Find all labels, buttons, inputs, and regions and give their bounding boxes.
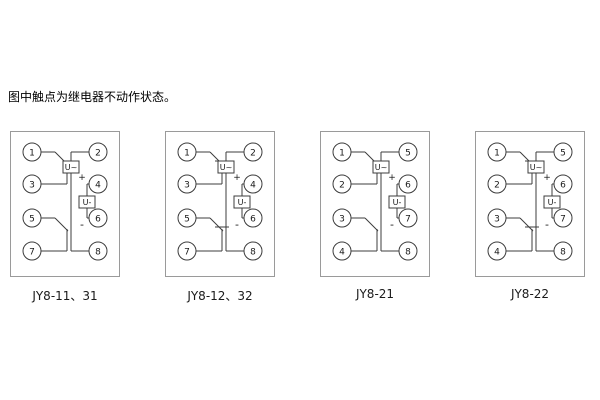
svg-text:1: 1 [339, 149, 345, 159]
svg-text:+: + [543, 173, 551, 183]
svg-text:1: 1 [494, 149, 500, 159]
svg-text:U~: U~ [530, 163, 543, 172]
svg-text:6: 6 [405, 181, 411, 191]
svg-text:6: 6 [95, 215, 101, 225]
svg-text:U-: U- [238, 198, 247, 207]
svg-text:3: 3 [339, 215, 345, 225]
relay-schematic: U~ U- + - 1 5 2 6 3 7 4 8 [320, 131, 430, 277]
state-note: 图中触点为继电器不动作状态。 [8, 90, 177, 104]
svg-text:2: 2 [95, 149, 101, 159]
relay-schematic: U~ U- + - 1 5 2 6 3 7 4 8 [475, 131, 585, 277]
relay-schematic: U~ U- + - 1 2 3 4 5 6 7 8 [165, 131, 275, 277]
svg-text:3: 3 [184, 181, 190, 191]
svg-text:5: 5 [405, 149, 411, 159]
svg-text:3: 3 [494, 215, 500, 225]
svg-text:7: 7 [29, 248, 35, 258]
diagram-label: JY8-21 [355, 287, 395, 301]
svg-text:2: 2 [250, 149, 256, 159]
svg-text:3: 3 [29, 181, 35, 191]
svg-text:1: 1 [184, 149, 190, 159]
relay-diagram-jy8-22: U~ U- + - 1 5 2 6 3 7 4 8 JY8-22 [475, 131, 585, 301]
relay-schematic: U~ U- + - 1 2 3 4 5 6 7 8 [10, 131, 120, 277]
svg-text:1: 1 [29, 149, 35, 159]
svg-text:+: + [388, 173, 396, 183]
svg-text:8: 8 [95, 248, 101, 258]
svg-text:4: 4 [250, 181, 256, 191]
svg-text:U-: U- [393, 198, 402, 207]
svg-text:-: - [545, 218, 549, 231]
svg-text:U~: U~ [375, 163, 388, 172]
relay-diagram-jy8-21: U~ U- + - 1 5 2 6 3 7 4 8 JY8-21 [320, 131, 430, 301]
svg-text:7: 7 [405, 215, 411, 225]
svg-text:8: 8 [405, 248, 411, 258]
svg-text:U~: U~ [65, 163, 78, 172]
svg-text:6: 6 [560, 181, 566, 191]
relay-diagram-jy8-12-32: U~ U- + - 1 2 3 4 5 6 7 8 JY8-12、32 [165, 131, 275, 304]
svg-text:4: 4 [339, 248, 345, 258]
svg-text:+: + [233, 173, 241, 183]
svg-text:2: 2 [339, 181, 345, 191]
svg-text:4: 4 [494, 248, 500, 258]
svg-text:U~: U~ [220, 163, 233, 172]
relay-diagram-jy8-11-31: U~ U- + - 1 2 3 4 5 6 7 8 JY8-11、31 [10, 131, 120, 304]
svg-text:7: 7 [560, 215, 566, 225]
diagram-label: JY8-11、31 [32, 289, 98, 303]
diagram-label: JY8-12、32 [187, 289, 253, 303]
svg-text:8: 8 [250, 248, 256, 258]
svg-text:-: - [80, 218, 84, 231]
svg-text:5: 5 [29, 215, 35, 225]
svg-text:5: 5 [184, 215, 190, 225]
svg-text:6: 6 [250, 215, 256, 225]
svg-text:+: + [78, 173, 86, 183]
svg-text:5: 5 [560, 149, 566, 159]
svg-text:U-: U- [548, 198, 557, 207]
svg-text:U-: U- [83, 198, 92, 207]
diagram-label: JY8-22 [510, 287, 550, 301]
svg-text:2: 2 [494, 181, 500, 191]
svg-text:-: - [235, 218, 239, 231]
svg-text:7: 7 [184, 248, 190, 258]
svg-text:-: - [390, 218, 394, 231]
svg-text:4: 4 [95, 181, 101, 191]
svg-text:8: 8 [560, 248, 566, 258]
